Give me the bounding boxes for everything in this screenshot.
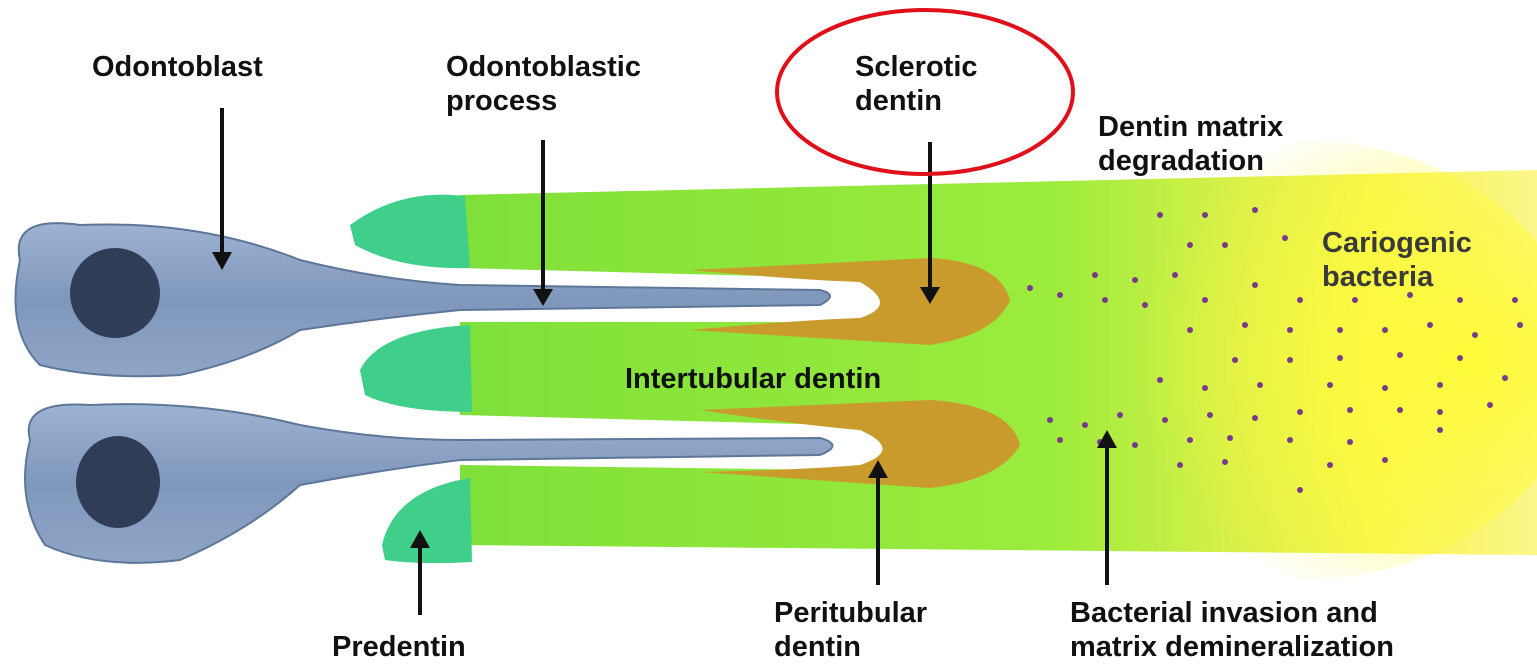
label-odontoblast: Odontoblast bbox=[92, 50, 263, 84]
label-odontoblastic-process: Odontoblastic process bbox=[446, 50, 641, 118]
nucleus-upper bbox=[70, 248, 160, 338]
nucleus-lower bbox=[76, 436, 160, 528]
label-cariogenic-bacteria: Cariogenic bacteria bbox=[1322, 226, 1472, 294]
label-peritubular-dentin: Peritubular dentin bbox=[774, 596, 927, 664]
label-predentin: Predentin bbox=[332, 630, 466, 664]
label-dentin-matrix-degradation: Dentin matrix degradation bbox=[1098, 110, 1283, 178]
label-bacterial-invasion: Bacterial invasion and matrix deminerali… bbox=[1070, 596, 1394, 664]
label-intertubular-dentin: Intertubular dentin bbox=[625, 362, 881, 396]
label-sclerotic-dentin: Sclerotic dentin bbox=[855, 50, 978, 118]
predentin-cap-top bbox=[350, 195, 470, 269]
predentin-cap-middle bbox=[360, 325, 472, 412]
predentin-cap-bottom bbox=[382, 478, 472, 563]
